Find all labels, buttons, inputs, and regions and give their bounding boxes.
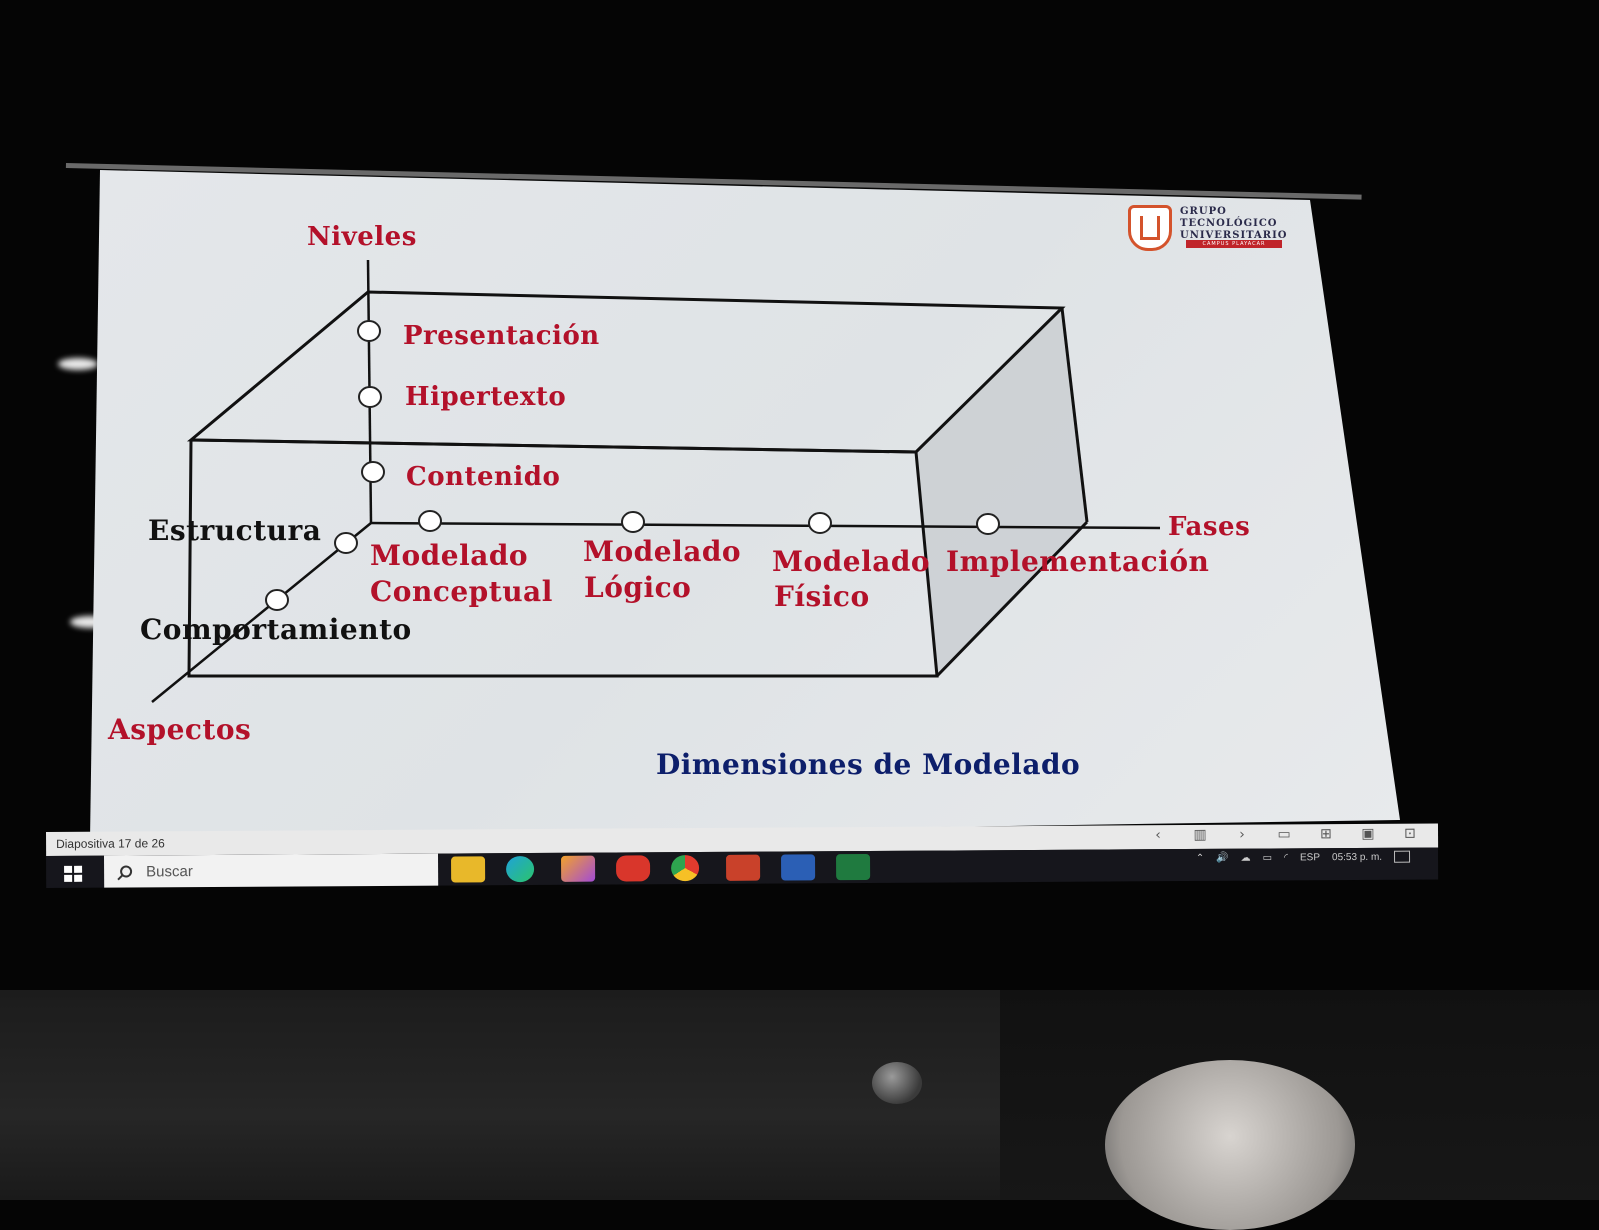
level-label-contenido: Contenido (406, 462, 561, 492)
search-icon (120, 865, 133, 878)
notifications-icon[interactable] (1393, 850, 1411, 863)
edge-icon[interactable] (506, 856, 535, 883)
node-comportamiento (265, 589, 289, 611)
node-modelado-logico (621, 511, 645, 533)
search-placeholder: Buscar (146, 862, 193, 880)
show-hidden-icons-icon[interactable]: ⌃ (1195, 852, 1205, 864)
axis-label-niveles: Niveles (307, 222, 417, 252)
file-explorer-icon[interactable] (451, 856, 486, 883)
node-contenido (361, 461, 385, 483)
chrome-icon[interactable] (671, 855, 700, 882)
axis-label-fases: Fases (1168, 512, 1251, 542)
previous-slide-icon[interactable]: ‹ (1155, 827, 1161, 844)
windows-start-icon[interactable] (64, 865, 83, 882)
normal-view-icon[interactable]: ▭ (1277, 826, 1291, 843)
box-top-face (186, 290, 1066, 454)
wall-knob (872, 1062, 922, 1104)
axis-fases (370, 521, 1161, 530)
slide-counter: Diapositiva 17 de 26 (56, 836, 165, 851)
next-slide-icon[interactable]: › (1239, 826, 1245, 843)
level-label-hipertexto: Hipertexto (405, 382, 567, 412)
logo-line1: GRUPO (1180, 206, 1227, 217)
taskbar-clock[interactable]: 05:53 p. m. (1331, 851, 1383, 863)
logo-campus-banner: CAMPUS PLAYACAR (1186, 240, 1282, 248)
box-edge-right-bottom (935, 520, 1089, 678)
node-hipertexto (358, 386, 382, 408)
phase-label-fisico-line2: Físico (774, 580, 870, 613)
node-implementacion (976, 513, 1000, 535)
speaker-icon[interactable]: 🔊 (1216, 852, 1229, 864)
phase-label-logico-line1: Modelado (583, 535, 742, 568)
battery-icon[interactable]: ▭ (1262, 852, 1273, 864)
powerpoint-icon[interactable] (726, 854, 761, 881)
node-modelado-fisico (808, 512, 832, 534)
slide-sorter-icon[interactable]: ⊞ (1320, 826, 1332, 843)
excel-icon[interactable] (836, 853, 871, 881)
axis-label-aspectos: Aspectos (108, 713, 252, 746)
box-right-face (916, 308, 1087, 676)
slide-caption: Dimensiones de Modelado (656, 748, 1081, 781)
phase-label-fisico-line1: Modelado (772, 545, 931, 578)
node-modelado-conceptual (418, 510, 442, 532)
level-label-presentacion: Presentación (403, 321, 600, 351)
university-logo-icon (1128, 205, 1172, 251)
slide-canvas (90, 170, 1400, 840)
modeling-dimensions-diagram (151, 259, 1161, 703)
logo-line3: UNIVERSITARIO (1180, 230, 1288, 241)
slide-menu-icon[interactable]: ▥ (1193, 826, 1207, 843)
slideshow-icon[interactable]: ⊡ (1404, 825, 1416, 842)
phase-label-conceptual-line2: Conceptual (370, 575, 553, 608)
wifi-icon[interactable]: ◜ (1284, 851, 1289, 863)
axis-aspectos (151, 522, 372, 703)
onedrive-cloud-icon[interactable]: ☁ (1240, 852, 1251, 864)
box-edge-right-vertical (1060, 307, 1089, 523)
word-icon[interactable] (781, 854, 816, 881)
status-controls: ‹ ▥ › ▭ ⊞ ▣ ⊡ (1148, 826, 1420, 844)
phase-label-logico-line2: Lógico (584, 571, 692, 604)
node-estructura (334, 532, 358, 554)
node-presentacion (357, 320, 381, 342)
university-logo-text: GRUPO TECNOLÓGICO UNIVERSITARIO (1180, 206, 1287, 242)
phase-label-implementacion: Implementación (946, 545, 1210, 578)
reading-view-icon[interactable]: ▣ (1361, 825, 1375, 842)
language-indicator[interactable]: ESP (1299, 851, 1321, 863)
aspect-label-comportamiento: Comportamiento (140, 613, 412, 646)
phase-label-conceptual-line1: Modelado (370, 539, 529, 572)
system-tray: ⌃ 🔊 ☁ ▭ ◜ ESP 05:53 p. m. (1195, 850, 1411, 864)
logo-line2: TECNOLÓGICO (1180, 218, 1278, 229)
photos-icon[interactable] (561, 855, 596, 882)
wall-light-reflection (58, 358, 98, 370)
taskbar-search-box[interactable]: Buscar (103, 853, 439, 888)
aspect-label-estructura: Estructura (148, 514, 322, 547)
brave-icon[interactable] (616, 855, 651, 882)
